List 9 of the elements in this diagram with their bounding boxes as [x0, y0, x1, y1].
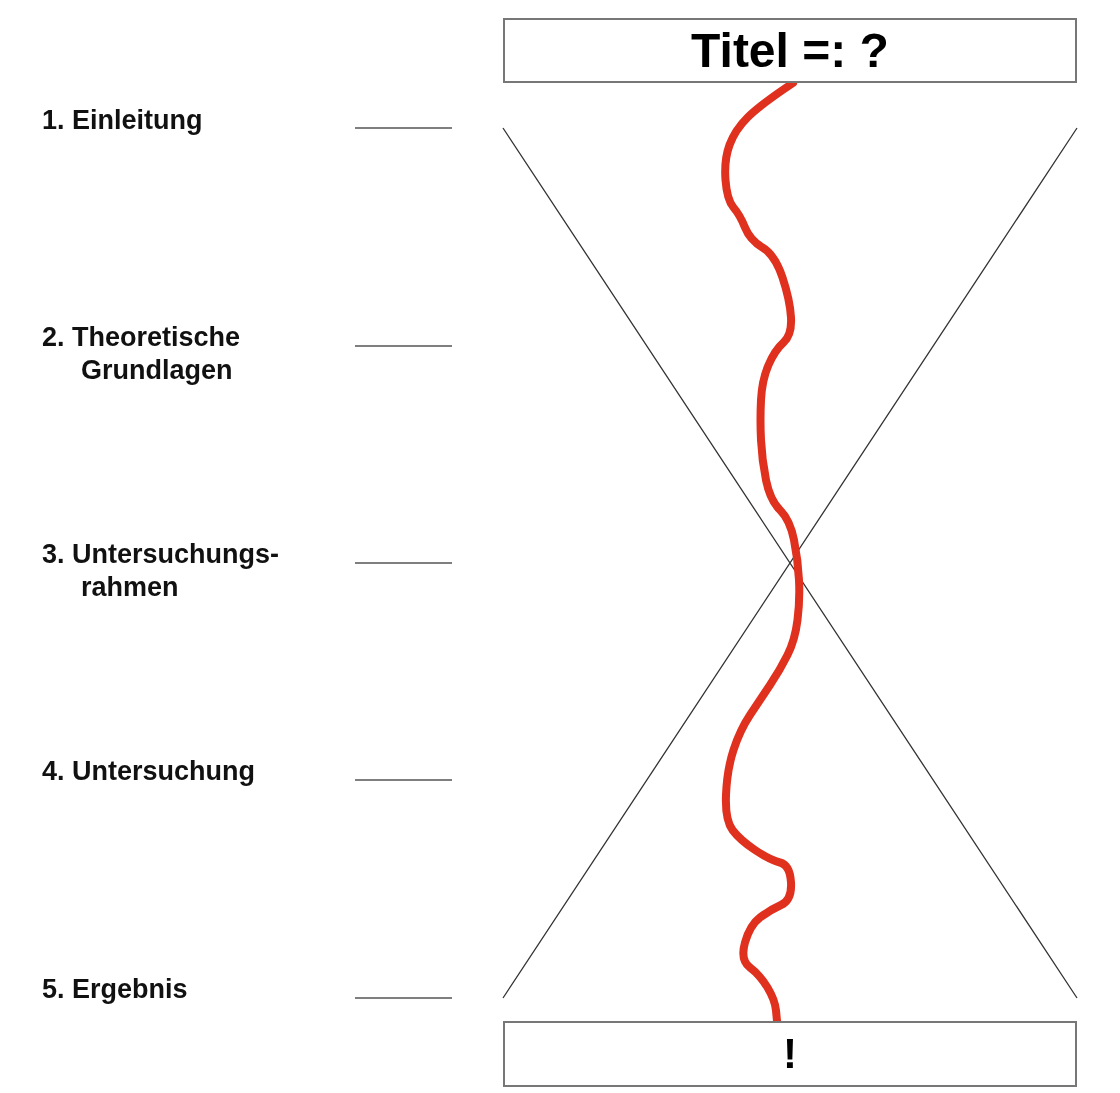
section-heading: 3. Untersuchungs- rahmen: [42, 538, 281, 604]
title-box: [503, 18, 1077, 83]
result-box: [503, 1021, 1077, 1087]
section-heading: 1. Einleitung: [42, 104, 204, 137]
section-heading: 2. Theoretische Grundlagen: [42, 321, 242, 387]
section-heading: 4. Untersuchung: [42, 755, 257, 788]
result-text: !: [783, 1033, 797, 1075]
title-text: Titel =: ?: [691, 26, 889, 75]
section-heading: 5. Ergebnis: [42, 973, 189, 1006]
